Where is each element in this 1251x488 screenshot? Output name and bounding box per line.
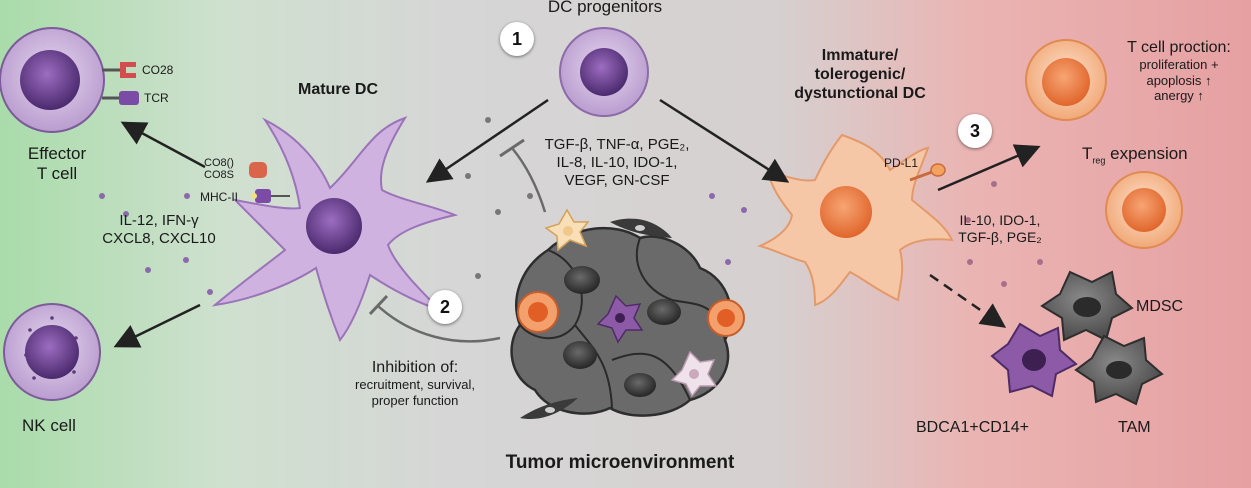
effector-title-line-2: T cell [36,164,78,184]
nk-cell [3,303,101,401]
dc-progenitor-cell [559,27,649,117]
effector-t-cell-label: Effector T cell [2,144,112,185]
factors-line-2: IL-8, IL-10, IDO-1, [556,154,678,171]
pd-l1-receptor-icon [909,163,946,182]
tcr-label: TCR [144,91,169,105]
t-cell-production-line-1: proliferation + [1139,57,1219,73]
tolerogenic-dc-cell [757,133,954,307]
inhibition-title: Inhibition of: [371,359,459,376]
cytokine-dots [99,117,1043,295]
cd80-label-line-2: CO8S [204,169,234,182]
effector-t-cell [0,27,105,133]
t-cell-production-line-2: apoplosis ↑ [1146,72,1212,88]
mature-dc-label: Mature DC [298,81,379,98]
factors-line-3: VEGF, GN-CSF [564,172,670,189]
cytokines-line-1: IL-12, IFN-γ [119,212,199,229]
cd28-receptor-icon [102,62,136,78]
arrow-to-t-cell-production [937,144,1041,192]
tcr-receptor-icon [102,91,139,105]
mdsc-cell [1040,270,1134,342]
cd80-cd86-receptor-icon [249,162,267,178]
cytokines-line-2: CXCL8, CXCL10 [102,230,216,247]
bdca1-cd14-cell [990,322,1078,398]
tumor-secreted-factors: TGF-β, TNF-α, PGE₂, IL-8, IL-10, IDO-1, … [522,136,712,190]
arrow-to-effector-t-cell [120,121,206,169]
inhibition-line-top [499,138,547,213]
arrow-progenitor-to-mature-dc [425,98,549,183]
tam-cell [1074,334,1164,406]
cd80-cd86-label: CO8() CO8S [204,157,234,181]
treg-subscript: reg [1092,155,1106,166]
step-badge-1: 1 [500,22,534,56]
inhibition-text: Inhibition of: recruitment, survival, pr… [320,358,510,408]
tolerogenic-dc-factors: IL-10, IDO-1, TGF-β, PGE₂ [930,212,1070,246]
treg-cell-orange [1105,171,1183,249]
tumor-dc-white-icon [670,350,718,398]
inhibition-line-2: proper function [371,392,459,408]
immature-line-3: dystunctional DC [794,85,926,103]
arrow-progenitor-to-tolerogenic-dc [659,98,790,183]
fibroblast-bottom-icon [520,398,578,420]
mhc-ii-receptor-icon [251,189,290,203]
t-cell-production-line-3: anergy ↑ [1154,88,1204,104]
bdca1-cd14-label: BDCA1+CD14+ [916,419,1029,436]
t-cell-production-title: T cell proction: [1127,39,1231,56]
pd-l1-label: PD-L1 [884,156,919,170]
treg-expansion-label: Treg expension [1082,144,1188,166]
tumor-dc-yellow-icon [544,208,590,252]
fibroblast-top-icon [610,218,672,238]
tumor-t-cell-left [517,291,559,333]
tumor-microenvironment-label: Tumor microenvironment [505,452,735,473]
arrow-to-suppressor-cells [929,273,1007,328]
tumor-dc-purple-icon [596,294,644,344]
mdsc-label: MDSC [1136,298,1184,315]
tam-label: TAM [1118,419,1151,436]
dc-progenitors-label: DC progenitors [547,0,663,16]
immature-line-1: Immature/ [821,47,899,64]
mhc-ii-label: MHC-II [200,190,238,204]
immature-line-2: tolerogenic/ [814,66,906,84]
mature-dc-cytokines: IL-12, IFN-γ CXCL8, CXCL10 [64,212,254,248]
treg-expansion-text: expension [1105,144,1188,163]
cd80-label-line-1: CO8() [204,157,234,169]
cd28-label: CO28 [142,63,174,77]
inhibition-line-bottom [368,294,501,343]
inhibition-line-1: recruitment, survival, [355,377,475,393]
step-badge-3: 3 [958,114,992,148]
step-badge-2: 2 [428,290,462,324]
right-factors-line-1: IL-10, IDO-1, [959,212,1041,228]
arrow-to-nk-cell [113,303,201,348]
right-factors-line-2: TGF-β, PGE₂ [958,228,1042,245]
t-cell-production-text: T cell proction: proliferation + apoplos… [1112,38,1246,104]
t-cell-orange-1 [1025,39,1107,121]
tumor-t-cell-right [707,299,745,337]
mature-dc-cell [211,116,459,342]
effector-title-line-1: Effector [27,144,87,163]
factors-line-1: TGF-β, TNF-α, PGE₂, [544,136,690,153]
nk-cell-label: NK cell [22,416,76,435]
tolerogenic-dc-label: Immature/ tolerogenic/ dystunctional DC [760,46,960,104]
